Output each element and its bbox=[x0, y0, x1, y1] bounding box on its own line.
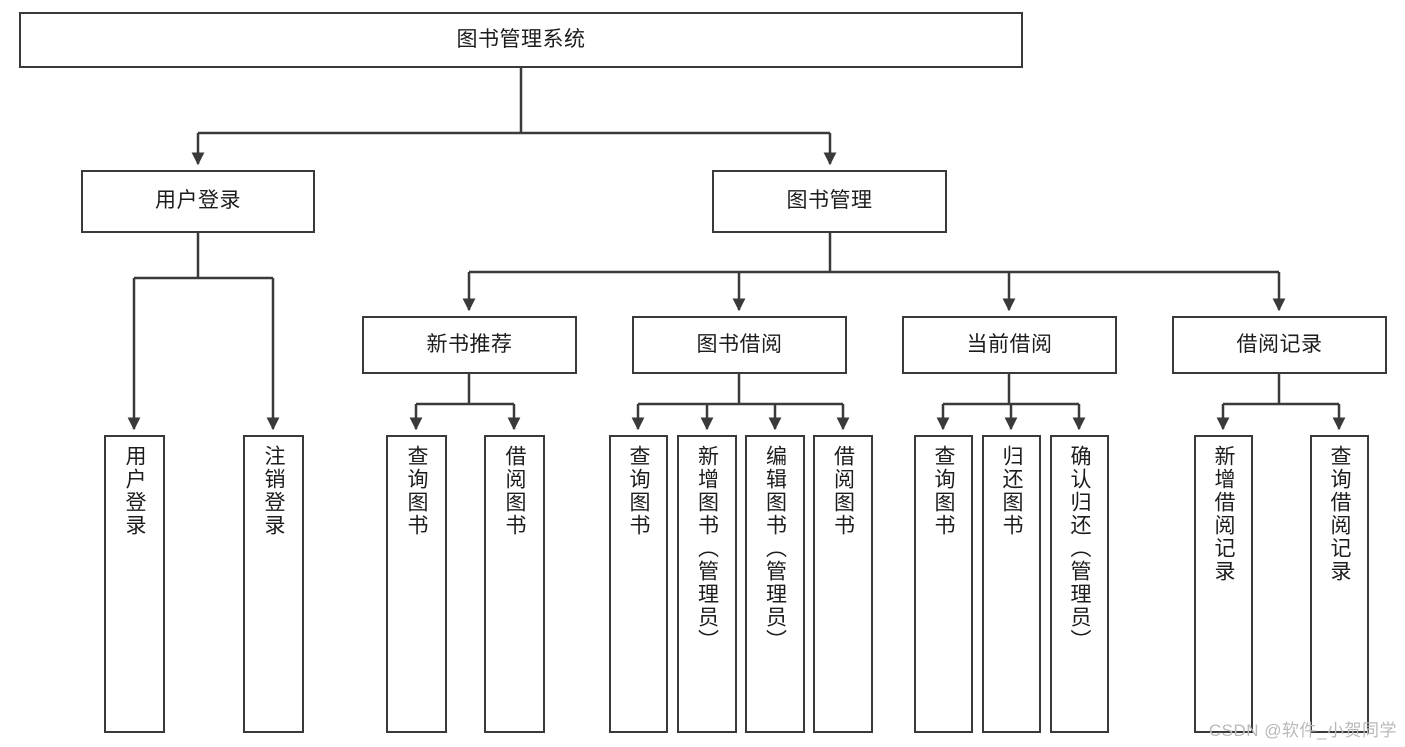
leaf-logout-label: 注销登录 bbox=[262, 445, 285, 537]
node-book-manage-label: 图书管理 bbox=[786, 189, 873, 213]
leaf-confirm-return-label: 确认归还（管理员） bbox=[1068, 445, 1091, 652]
leaf-confirm-return[interactable]: 确认归还（管理员） bbox=[1050, 435, 1109, 733]
leaf-borrow-book-1[interactable]: 借阅图书 bbox=[484, 435, 545, 733]
leaf-logout[interactable]: 注销登录 bbox=[243, 435, 304, 733]
leaf-query-book-3[interactable]: 查询图书 bbox=[914, 435, 973, 733]
leaf-query-book-2-label: 查询图书 bbox=[627, 445, 650, 537]
leaf-query-record-label: 查询借阅记录 bbox=[1328, 445, 1351, 583]
leaf-add-record[interactable]: 新增借阅记录 bbox=[1194, 435, 1253, 733]
leaf-query-book-3-label: 查询图书 bbox=[932, 445, 955, 537]
leaf-query-record[interactable]: 查询借阅记录 bbox=[1310, 435, 1369, 733]
leaf-query-book-2[interactable]: 查询图书 bbox=[609, 435, 668, 733]
leaf-borrow-book-2-label: 借阅图书 bbox=[831, 445, 855, 537]
node-book-borrow-label: 图书借阅 bbox=[696, 332, 783, 356]
leaf-query-book-1[interactable]: 查询图书 bbox=[386, 435, 447, 733]
leaf-user-login[interactable]: 用户登录 bbox=[104, 435, 165, 733]
node-book-borrow[interactable]: 图书借阅 bbox=[632, 316, 847, 374]
node-current-borrow-label: 当前借阅 bbox=[966, 332, 1053, 356]
node-current-borrow[interactable]: 当前借阅 bbox=[902, 316, 1117, 374]
leaf-edit-book[interactable]: 编辑图书（管理员） bbox=[745, 435, 805, 733]
leaf-edit-book-label: 编辑图书（管理员） bbox=[763, 445, 787, 652]
leaf-user-login-label: 用户登录 bbox=[123, 445, 146, 537]
node-root[interactable]: 图书管理系统 bbox=[19, 12, 1023, 68]
leaf-add-book-label: 新增图书（管理员） bbox=[695, 445, 719, 652]
node-root-label: 图书管理系统 bbox=[456, 27, 586, 51]
node-borrow-record-label: 借阅记录 bbox=[1236, 332, 1323, 356]
node-user-login-label: 用户登录 bbox=[155, 189, 241, 213]
leaf-query-book-1-label: 查询图书 bbox=[405, 445, 428, 537]
node-borrow-record[interactable]: 借阅记录 bbox=[1172, 316, 1387, 374]
node-new-book-recommend[interactable]: 新书推荐 bbox=[362, 316, 577, 374]
leaf-return-book[interactable]: 归还图书 bbox=[982, 435, 1041, 733]
leaf-borrow-book-2[interactable]: 借阅图书 bbox=[813, 435, 873, 733]
watermark: CSDN @软件_小贺同学 bbox=[1208, 721, 1397, 740]
leaf-add-record-label: 新增借阅记录 bbox=[1212, 445, 1235, 583]
node-user-login[interactable]: 用户登录 bbox=[81, 170, 315, 233]
node-book-manage[interactable]: 图书管理 bbox=[712, 170, 947, 233]
leaf-return-book-label: 归还图书 bbox=[1000, 445, 1023, 537]
node-new-book-recommend-label: 新书推荐 bbox=[426, 332, 513, 356]
leaf-borrow-book-1-label: 借阅图书 bbox=[503, 445, 526, 537]
leaf-add-book[interactable]: 新增图书（管理员） bbox=[677, 435, 737, 733]
